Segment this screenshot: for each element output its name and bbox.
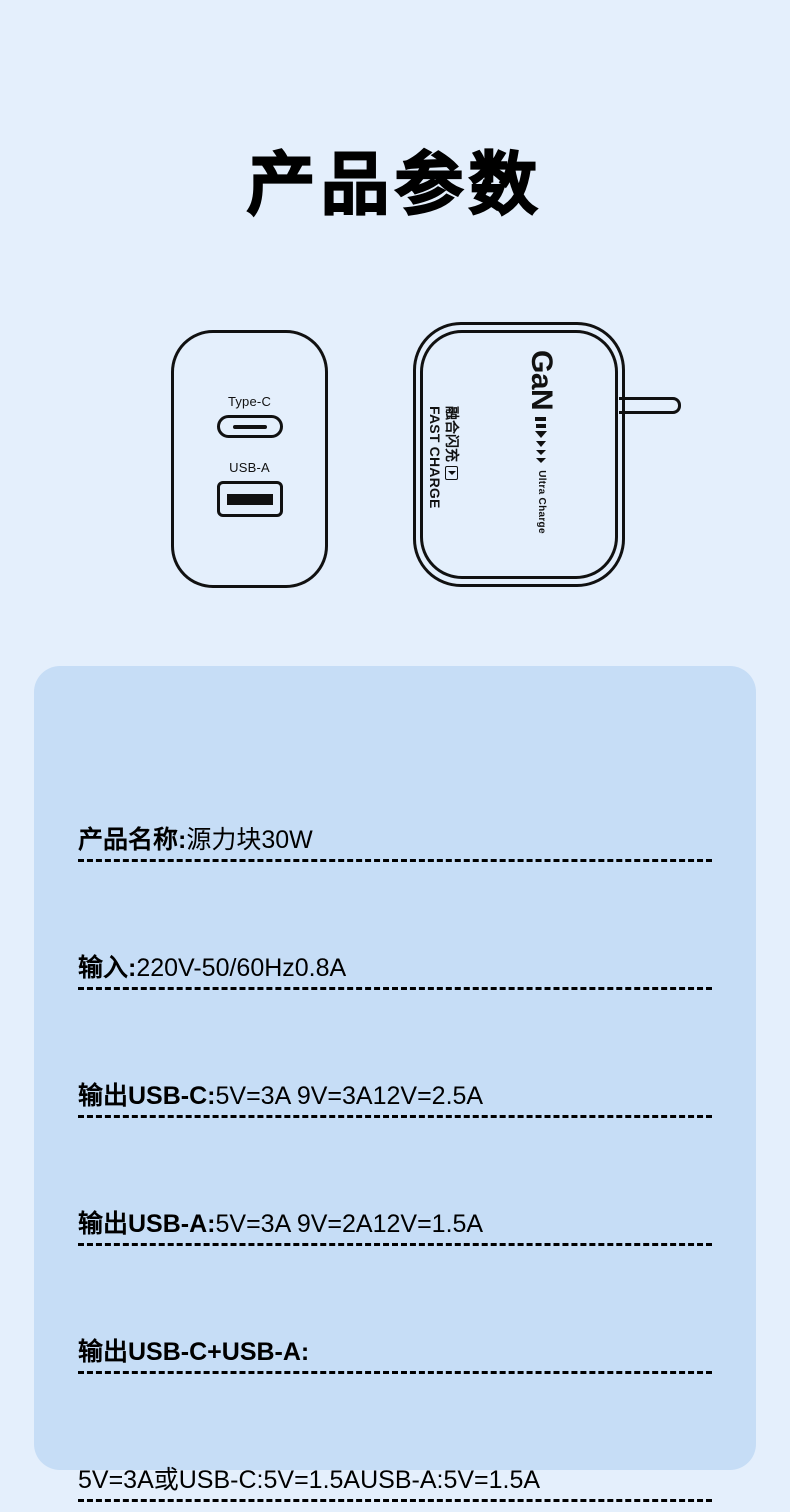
spec-label: 输出USB-C: bbox=[78, 1082, 216, 1110]
spec-divider bbox=[78, 859, 712, 862]
spec-divider bbox=[78, 1115, 712, 1118]
usba-port-label: USB-A bbox=[229, 460, 270, 475]
spec-row-text: 输出USB-C:5V=3A 9V=3A12V=2.5A bbox=[78, 1080, 483, 1112]
spec-divider bbox=[78, 1499, 712, 1502]
spec-value: 5V=3A 9V=2A12V=1.5A bbox=[215, 1210, 484, 1238]
spec-panel: 产品名称:源力块30W 输入:220V-50/60Hz0.8A 输出USB-C:… bbox=[34, 666, 756, 1502]
typec-port-icon bbox=[216, 415, 283, 438]
spec-row: 产品名称:源力块30W bbox=[78, 744, 712, 872]
typec-port-slot bbox=[232, 424, 267, 429]
spec-label: 产品名称: bbox=[78, 826, 187, 854]
gan-label: GaN bbox=[525, 350, 558, 411]
spec-value: 5V=3A或USB-C:5V=1.5AUSB-A:5V=1.5A bbox=[78, 1466, 541, 1494]
plug-prong-icon bbox=[619, 397, 681, 414]
spec-row: 输出USB-C:5V=3A 9V=3A12V=2.5A bbox=[78, 1000, 712, 1128]
spec-label: 输入: bbox=[78, 954, 137, 982]
fast-charge-cn-label: 融合闪充 bbox=[444, 406, 460, 462]
charger-side-inner-outline bbox=[420, 330, 618, 579]
ultra-charge-label: Ultra Charge bbox=[536, 470, 547, 534]
spec-value: 220V-50/60Hz0.8A bbox=[136, 954, 347, 982]
spec-label: 输出USB-A: bbox=[78, 1210, 216, 1238]
spec-divider bbox=[78, 1243, 712, 1246]
spec-row: 输出USB-A:5V=3A 9V=2A12V=1.5A bbox=[78, 1128, 712, 1256]
spec-row-text: 输出USB-A:5V=3A 9V=2A12V=1.5A bbox=[78, 1208, 483, 1240]
spec-row-text: 输出USB-C+USB-A: bbox=[78, 1336, 309, 1368]
charge-arrows-icon bbox=[535, 417, 547, 464]
spec-row-text: 产品名称:源力块30W bbox=[78, 824, 313, 856]
fast-charge-en-label: FAST CHARGE bbox=[427, 406, 443, 509]
charger-front-view: Type-C USB-A bbox=[171, 330, 328, 588]
gan-badge: GaN Ultra Charge bbox=[525, 350, 558, 534]
spec-divider bbox=[78, 987, 712, 990]
spec-row-text: 输入:220V-50/60Hz0.8A bbox=[78, 952, 346, 984]
charger-side-outline bbox=[413, 322, 625, 587]
charger-side-view: GaN Ultra Charge 融合闪充 FAST CHARGE bbox=[413, 322, 683, 602]
spec-row: 输入:220V-50/60Hz0.8A bbox=[78, 872, 712, 1000]
spec-row: 5V=3A或USB-C:5V=1.5AUSB-A:5V=1.5A bbox=[78, 1384, 712, 1512]
spec-row-text: 5V=3A或USB-C:5V=1.5AUSB-A:5V=1.5A bbox=[78, 1464, 540, 1496]
spec-value: 源力块30W bbox=[186, 826, 313, 854]
spec-value: 5V=3A 9V=3A12V=2.5A bbox=[215, 1082, 484, 1110]
page-title: 产品参数 bbox=[246, 145, 543, 226]
spec-divider bbox=[78, 1371, 712, 1374]
spec-label: 输出USB-C+USB-A: bbox=[78, 1338, 310, 1366]
fast-charge-cn-line: 融合闪充 bbox=[444, 406, 460, 509]
fast-charge-badge: 融合闪充 FAST CHARGE bbox=[427, 406, 460, 509]
product-illustration: Type-C USB-A GaN Ultra Charge bbox=[0, 318, 790, 608]
usba-port-slot bbox=[226, 493, 273, 505]
lightning-battery-icon bbox=[445, 466, 459, 480]
spec-row: 输出USB-C+USB-A: bbox=[78, 1256, 712, 1384]
usba-port-icon bbox=[216, 481, 283, 517]
typec-port-label: Type-C bbox=[227, 394, 272, 409]
spec-list: 产品名称:源力块30W 输入:220V-50/60Hz0.8A 输出USB-C:… bbox=[78, 744, 712, 1512]
